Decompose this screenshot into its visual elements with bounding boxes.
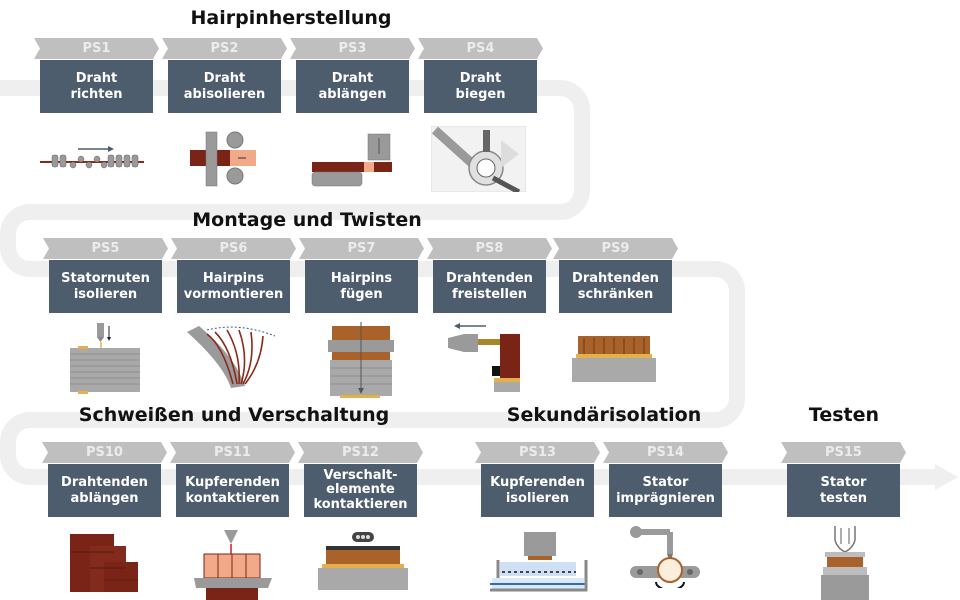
wire-end-exposing-icon [448, 323, 520, 392]
step-label: Statornuten isolieren [49, 260, 162, 313]
process-step-ps6: PS6 Hairpins vormontieren [177, 238, 290, 313]
stator-testing-icon [821, 526, 869, 600]
copper-welding-icon [194, 530, 272, 600]
process-step-ps7: PS7 Hairpins fügen [305, 238, 418, 313]
step-number-chevron: PS14 [603, 442, 728, 463]
step-label: Stator testen [787, 464, 900, 517]
step-number-chevron: PS7 [299, 238, 424, 259]
process-step-ps9: PS9 Drahtenden schränken [559, 238, 672, 313]
process-step-ps8: PS8 Drahtenden freistellen [433, 238, 546, 313]
process-step-ps14: PS14 Stator imprägnieren [609, 442, 722, 517]
step-number-chevron: PS8 [427, 238, 552, 259]
step-number-chevron: PS5 [43, 238, 168, 259]
section-title-hairpinherstellung: Hairpinherstellung [190, 7, 392, 29]
step-label: Hairpins fügen [305, 260, 418, 313]
step-number-chevron: PS15 [781, 442, 906, 463]
step-label: Hairpins vormontieren [177, 260, 290, 313]
section-title-schweissen-und-verschaltung: Schweißen und Verschaltung [78, 404, 390, 426]
process-step-ps15: PS15 Stator testen [787, 442, 900, 517]
process-step-ps11: PS11 Kupferenden kontaktieren [176, 442, 289, 517]
wire-straightening-icon [40, 146, 144, 169]
step-label: Drahtenden ablängen [48, 464, 161, 517]
step-label: Draht richten [40, 60, 153, 113]
process-step-ps3: PS3 Draht ablängen [296, 38, 409, 113]
wire-stripping-icon [190, 131, 256, 187]
step-label: Kupferenden kontaktieren [176, 464, 289, 517]
step-number-chevron: PS2 [162, 38, 287, 59]
section-title-sekundaerisolation: Sekundärisolation [506, 404, 702, 426]
process-step-ps13: PS13 Kupferenden isolieren [481, 442, 594, 517]
step-label: Verschalt- elemente kontaktieren [304, 464, 417, 517]
step-label: Draht abisolieren [168, 60, 281, 113]
step-label: Draht ablängen [296, 60, 409, 113]
step-label: Draht biegen [424, 60, 537, 113]
wire-end-cutting-icon [70, 534, 138, 592]
process-step-ps5: PS5 Statornuten isolieren [49, 238, 162, 313]
hairpin-preassembly-icon [187, 326, 276, 388]
section-title-montage-und-twisten: Montage und Twisten [192, 209, 422, 231]
step-number-chevron: PS11 [170, 442, 295, 463]
wire-bending-icon [431, 126, 526, 192]
step-number-chevron: PS3 [290, 38, 415, 59]
copper-insulation-icon [490, 532, 588, 592]
section-title-testen: Testen [808, 404, 880, 426]
process-step-ps2: PS2 Draht abisolieren [168, 38, 281, 113]
step-number-chevron: PS10 [42, 442, 167, 463]
process-step-ps12: PS12 Verschalt- elemente kontaktieren [304, 442, 417, 517]
step-number-chevron: PS9 [553, 238, 678, 259]
step-label: Stator imprägnieren [609, 464, 722, 517]
step-number-chevron: PS6 [171, 238, 296, 259]
process-step-ps4: PS4 Draht biegen [424, 38, 537, 113]
wire-cutting-icon [311, 133, 392, 187]
slot-insulation-icon [70, 323, 140, 394]
step-number-chevron: PS13 [475, 442, 600, 463]
stator-impregnation-icon [630, 526, 700, 588]
process-step-ps1: PS1 Draht richten [40, 38, 153, 113]
step-label: Kupferenden isolieren [481, 464, 594, 517]
wire-end-twisting-icon [572, 336, 656, 382]
step-number-chevron: PS4 [418, 38, 543, 59]
hairpin-joining-icon [328, 322, 394, 398]
step-number-chevron: PS1 [34, 38, 159, 59]
step-label: Drahtenden freistellen [433, 260, 546, 313]
step-number-chevron: PS12 [298, 442, 423, 463]
step-label: Drahtenden schränken [559, 260, 672, 313]
interconnect-contacting-icon [318, 532, 408, 590]
flow-end-arrow [935, 464, 958, 490]
process-step-ps10: PS10 Drahtenden ablängen [48, 442, 161, 517]
